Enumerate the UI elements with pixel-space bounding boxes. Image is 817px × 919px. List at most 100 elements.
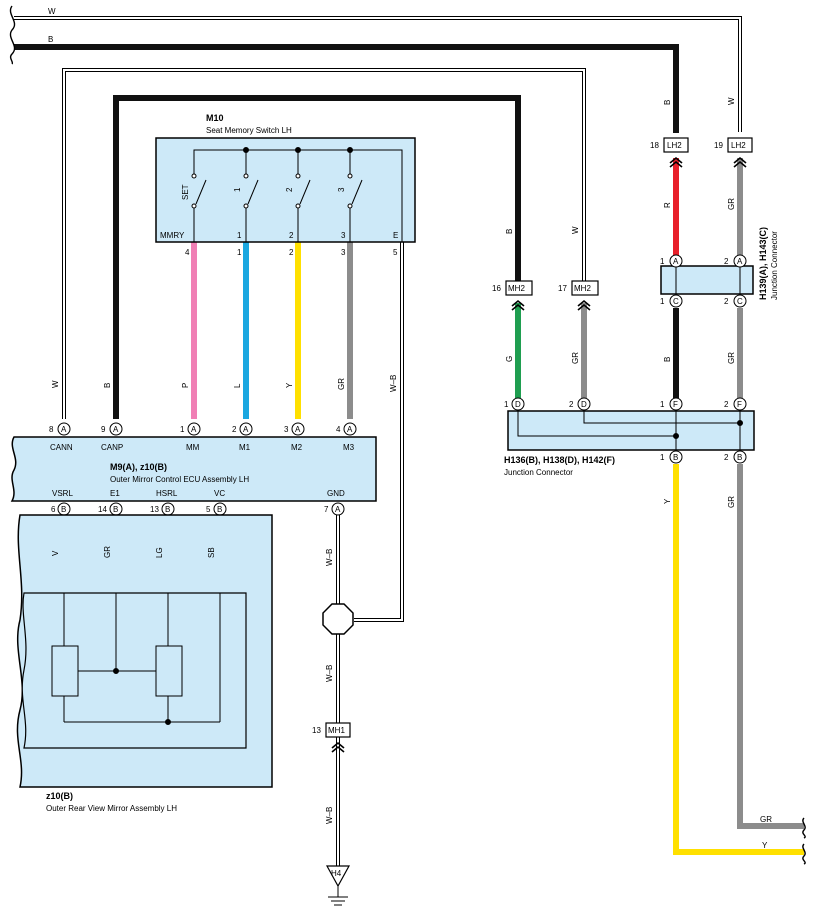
svg-text:B: B	[737, 453, 742, 462]
connector-mh1-13: 13 MH1	[312, 722, 351, 753]
ecu-bottom-pins: VSRL B 6 E1 B 14 HSRL B 13 VC B 5	[51, 489, 345, 516]
svg-text:VC: VC	[214, 489, 225, 498]
svg-text:B: B	[113, 505, 118, 514]
ecu-top-pins: A 8 CANN A 9 CANP A 1 MM A 2 M1	[49, 422, 357, 452]
svg-text:A: A	[113, 425, 119, 434]
svg-text:18: 18	[650, 141, 659, 150]
switch-label-1: 1	[233, 187, 242, 192]
svg-text:F: F	[673, 400, 678, 409]
svg-text:CANP: CANP	[101, 443, 123, 452]
wire-label-mh2-17-lower: GR	[571, 352, 580, 364]
wire-label-lh2-19-lower: GR	[727, 198, 736, 210]
svg-text:3: 3	[284, 425, 289, 434]
svg-text:A: A	[61, 425, 67, 434]
svg-text:MH2: MH2	[508, 284, 525, 293]
connector-lh2-18: 18 LH2	[650, 137, 689, 168]
break-right-y	[802, 843, 806, 865]
break-right-gr	[802, 817, 806, 839]
svg-text:2: 2	[724, 453, 729, 462]
wire-labels: W B B W R GR B W G GR B GR W B P L Y GR …	[48, 7, 772, 850]
junction1-code: H136(B), H138(D), H142(F)	[504, 455, 615, 465]
svg-text:1: 1	[660, 453, 665, 462]
wire-label-j1-b2: GR	[727, 496, 736, 508]
svg-text:A: A	[191, 425, 197, 434]
junction-connector-h139: A 1 A 2 C 1 C 2 H139(A), H143(C) Junctio…	[660, 227, 779, 308]
wire-label-top-w: W	[48, 7, 56, 16]
svg-text:LH2: LH2	[731, 141, 746, 150]
svg-text:M2: M2	[291, 443, 303, 452]
ecu-pin-e1: E1 B 14	[98, 489, 123, 516]
svg-text:2: 2	[724, 257, 729, 266]
svg-text:E1: E1	[110, 489, 120, 498]
wire-label-e1: GR	[103, 546, 112, 558]
wire-label-mh2-16: B	[505, 229, 514, 234]
switch-terminal-3: 3	[341, 231, 346, 240]
svg-text:B: B	[217, 505, 222, 514]
svg-text:MM: MM	[186, 443, 200, 452]
svg-text:CANN: CANN	[50, 443, 73, 452]
outer-rear-view-mirror: z10(B) Outer Rear View Mirror Assembly L…	[16, 514, 273, 813]
svg-text:17: 17	[558, 284, 567, 293]
wire-j1-b1-y	[673, 464, 804, 855]
seat-switch-name: Seat Memory Switch LH	[206, 126, 292, 135]
switch-terminal-1: 1	[237, 231, 242, 240]
svg-text:2: 2	[232, 425, 237, 434]
wire-j1-b2-gr	[737, 464, 804, 829]
ground-point: H4	[325, 865, 351, 906]
wire-label-cann: W	[51, 380, 60, 388]
svg-text:M1: M1	[239, 443, 251, 452]
switch-pin-1: 1	[237, 248, 242, 257]
wire-label-lh2-18-lower: R	[663, 202, 672, 208]
svg-text:D: D	[515, 400, 521, 409]
wire-e-wb	[354, 242, 404, 622]
switch-label-set: SET	[181, 184, 190, 200]
wire-label-mmry: P	[181, 383, 190, 388]
wire-label-exit-y: Y	[762, 841, 768, 850]
ground-label: H4	[331, 869, 342, 878]
svg-text:2: 2	[724, 297, 729, 306]
wire-label-m1: L	[233, 383, 242, 388]
ecu-name: Outer Mirror Control ECU Assembly LH	[110, 475, 249, 484]
svg-text:A: A	[347, 425, 353, 434]
svg-text:MH2: MH2	[574, 284, 591, 293]
svg-text:C: C	[673, 297, 679, 306]
wire-label-m2: Y	[285, 382, 294, 388]
wire-label-lh2-19: W	[727, 97, 736, 105]
connector-mh2-16: 16 MH2	[492, 280, 533, 311]
svg-text:GND: GND	[327, 489, 345, 498]
wire-label-vc: SB	[207, 547, 216, 558]
switch-label-3: 3	[337, 187, 346, 192]
svg-text:14: 14	[98, 505, 107, 514]
svg-text:1: 1	[660, 297, 665, 306]
svg-text:19: 19	[714, 141, 723, 150]
wire-label-gnd-1: W–B	[325, 549, 334, 566]
svg-text:A: A	[243, 425, 249, 434]
junction2-code: H139(A), H143(C)	[758, 227, 768, 300]
wire-canp-b	[113, 95, 521, 419]
ecu-pin-m1: A 2 M1	[232, 422, 253, 452]
ecu-pin-vsrl: VSRL B 6	[51, 489, 73, 516]
svg-text:A: A	[335, 505, 341, 514]
svg-text:8: 8	[49, 425, 54, 434]
svg-text:B: B	[165, 505, 170, 514]
break-marks	[9, 5, 806, 865]
wire-label-j2-c1: B	[663, 357, 672, 362]
junction1-name: Junction Connector	[504, 468, 573, 477]
outer-mirror-ecu: M9(A), z10(B) Outer Mirror Control ECU A…	[10, 422, 377, 516]
svg-text:2: 2	[569, 400, 574, 409]
svg-text:1: 1	[660, 400, 665, 409]
svg-text:VSRL: VSRL	[52, 489, 73, 498]
svg-text:C: C	[737, 297, 743, 306]
wire-label-gnd-2: W–B	[325, 665, 334, 682]
wire-label-mh2-17: W	[571, 226, 580, 234]
switch-terminal-e: E	[393, 231, 398, 240]
mirror-motors	[51, 593, 221, 725]
wire-label-m3: GR	[337, 378, 346, 390]
wire-label-j2-c2: GR	[727, 352, 736, 364]
svg-text:B: B	[61, 505, 66, 514]
svg-text:5: 5	[206, 505, 211, 514]
wire-label-exit-gr: GR	[760, 815, 772, 824]
svg-text:M3: M3	[343, 443, 355, 452]
svg-text:13: 13	[150, 505, 159, 514]
